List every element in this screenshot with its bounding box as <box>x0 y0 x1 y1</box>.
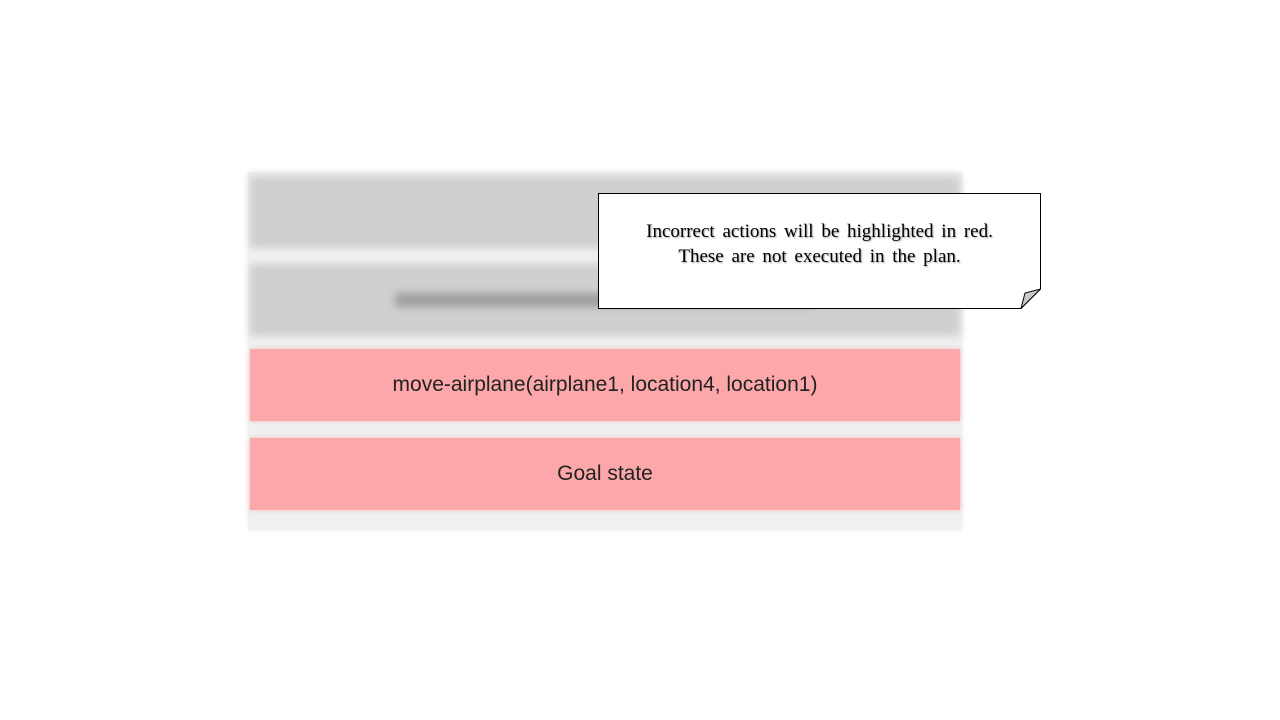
callout-line-2: These are not executed in the plan. <box>678 246 961 267</box>
callout-note-shape <box>598 193 1041 309</box>
plan-step-goal-state[interactable]: Goal state <box>250 438 960 510</box>
plan-step-3-label: move-airplane(airplane1, location4, loca… <box>392 373 818 396</box>
page-title-blurred <box>222 98 288 126</box>
callout-line-1: Incorrect actions will be highlighted in… <box>646 221 993 242</box>
info-callout: Incorrect actions will be highlighted in… <box>598 193 1041 309</box>
callout-message: Incorrect actions will be highlighted in… <box>598 219 1041 269</box>
plan-step-incorrect-action[interactable]: move-airplane(airplane1, location4, loca… <box>250 349 960 421</box>
plan-step-4-label: Goal state <box>557 462 653 485</box>
folded-corner-icon <box>1020 288 1041 309</box>
